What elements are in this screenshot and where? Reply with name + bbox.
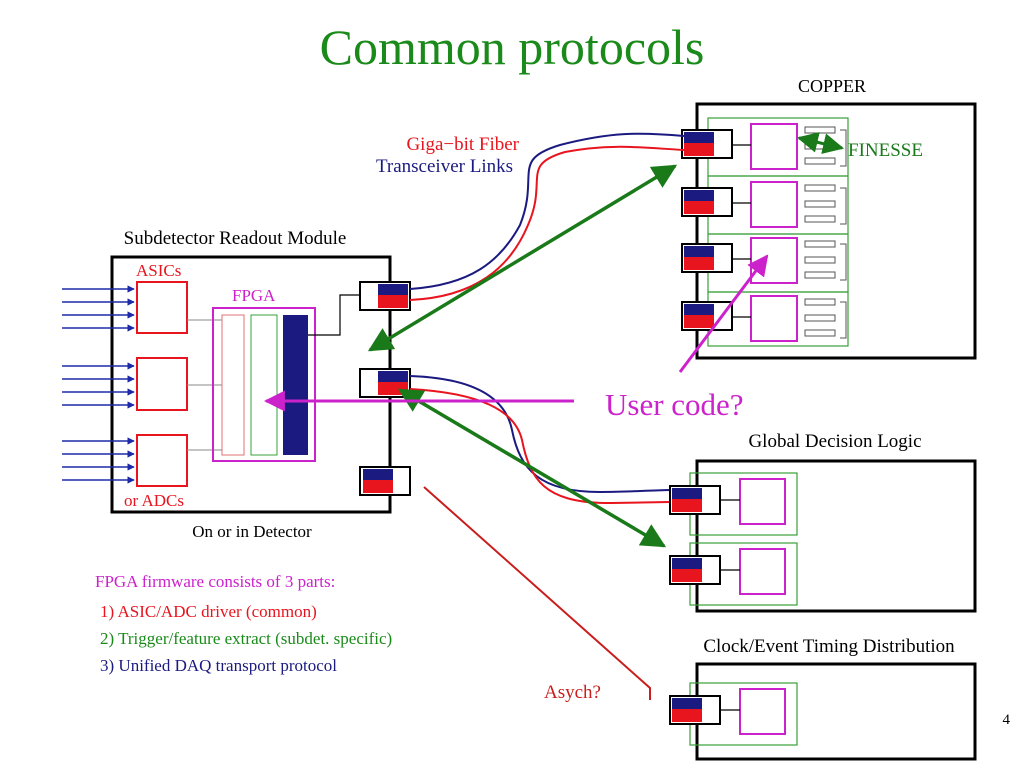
finesse-small-components bbox=[804, 126, 847, 339]
firmware-heading: FPGA firmware consists of 3 parts: bbox=[95, 572, 335, 591]
fpga-transceiver-wire bbox=[308, 294, 360, 336]
fpga-box bbox=[212, 307, 316, 462]
module-transceiver-top bbox=[359, 281, 411, 311]
page-number: 4 bbox=[1003, 712, 1011, 728]
user-code-label: User code? bbox=[605, 387, 744, 422]
transceiver-links-label: Transceiver Links bbox=[376, 156, 513, 177]
or-adcs-label: or ADCs bbox=[124, 491, 184, 510]
global-decision-logic-label: Global Decision Logic bbox=[748, 431, 921, 452]
asych-line bbox=[423, 486, 651, 700]
gdl-transceivers bbox=[669, 485, 721, 585]
copper-transceivers bbox=[681, 129, 733, 331]
clock-event-timing-label: Clock/Event Timing Distribution bbox=[703, 636, 955, 657]
slide-title: Common protocols bbox=[320, 19, 705, 75]
user-code-arrow-finesse bbox=[678, 254, 769, 373]
asic-box bbox=[136, 357, 188, 411]
global-decision-logic-box bbox=[695, 459, 977, 613]
clock-transceiver bbox=[669, 695, 721, 725]
module-transceiver-bottom bbox=[359, 466, 411, 496]
on-in-detector-label: On or in Detector bbox=[192, 522, 312, 541]
asic-box bbox=[136, 434, 188, 487]
subdetector-module-label: Subdetector Readout Module bbox=[124, 228, 347, 249]
input-signal-arrows bbox=[62, 285, 135, 484]
finesse-label: FINESSE bbox=[848, 140, 923, 161]
copper-box bbox=[695, 102, 977, 360]
asych-label: Asych? bbox=[544, 682, 601, 703]
gigabit-fiber-label: Giga−bit Fiber bbox=[406, 134, 519, 155]
finesse-arrow bbox=[796, 132, 845, 154]
firmware-item-asic-driver: 1) ASIC/ADC driver (common) bbox=[100, 602, 317, 621]
fpga-trigger-block bbox=[250, 314, 278, 456]
module-transceiver-middle bbox=[359, 368, 411, 398]
copper-label: COPPER bbox=[798, 76, 866, 96]
asic-fpga-wires bbox=[187, 319, 222, 451]
asics-label: ASICs bbox=[136, 261, 181, 280]
gdl-link-arrow bbox=[397, 388, 667, 548]
firmware-item-trigger: 2) Trigger/feature extract (subdet. spec… bbox=[100, 629, 392, 648]
fpga-label: FPGA bbox=[232, 286, 276, 305]
fpga-asic-driver-block bbox=[221, 314, 245, 456]
finesse-fpga-boxes bbox=[750, 123, 798, 342]
copper-link-arrow bbox=[367, 164, 678, 352]
asic-box bbox=[136, 281, 188, 334]
fpga-daq-block bbox=[283, 315, 308, 455]
firmware-item-daq: 3) Unified DAQ transport protocol bbox=[100, 656, 337, 675]
